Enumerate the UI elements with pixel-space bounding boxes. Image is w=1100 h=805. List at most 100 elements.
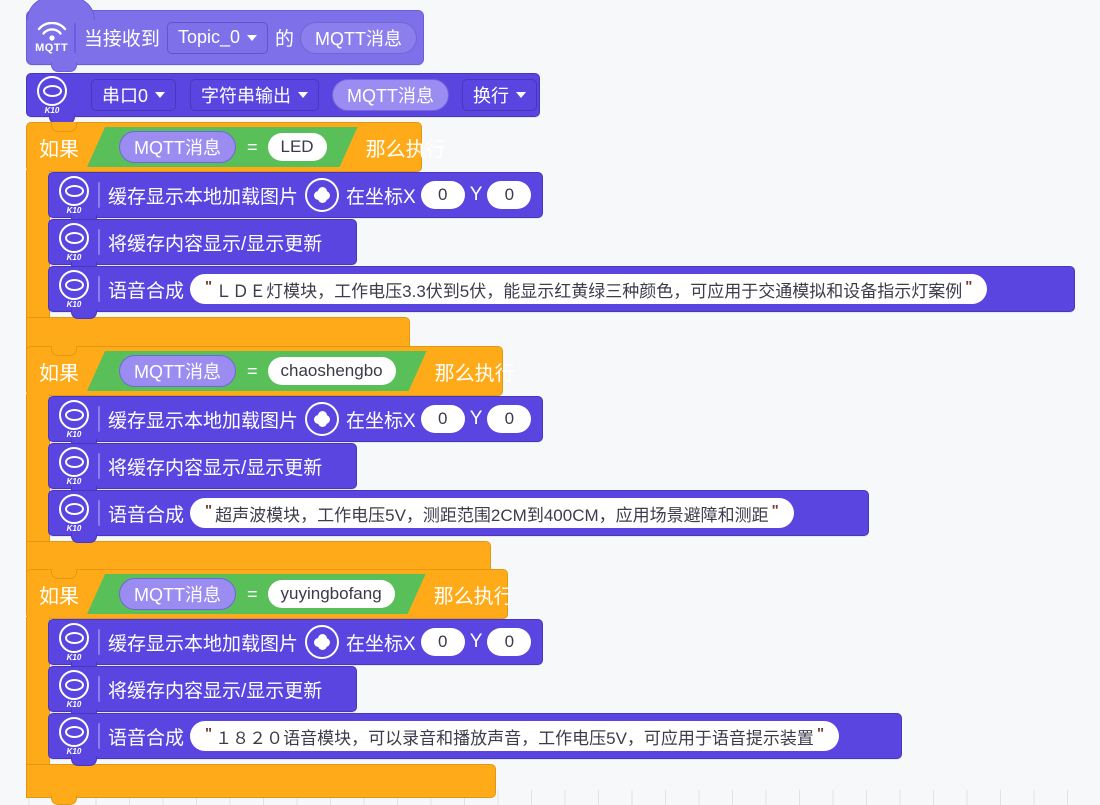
k10-icon-label: K10 — [66, 523, 82, 533]
speech-synthesis-block-led[interactable]: K10 语音合成 " ＬＤＥ灯模块，工作电压3.3伏到5伏，能显示红黄绿三种颜色… — [48, 266, 1075, 319]
mqtt-message-reporter[interactable]: MQTT消息 — [119, 578, 236, 610]
speech-text-value: ＬＤＥ灯模块，工作电压3.3伏到5伏，能显示红黄绿三种颜色，可应用于交通模拟和设… — [215, 281, 963, 301]
k10-icon: K10 — [34, 75, 70, 115]
k10-icon: K10 — [56, 269, 92, 309]
equals-condition-led[interactable]: MQTT消息 = LED — [87, 127, 358, 167]
mqtt-icon-label: MQTT — [35, 41, 69, 54]
y-value-input[interactable]: 0 — [487, 628, 532, 656]
image-draw-label: 缓存显示本地加载图片 — [108, 186, 299, 208]
chevron-down-icon — [155, 92, 166, 98]
block-divider — [98, 723, 100, 749]
condition-value-input[interactable]: chaoshengbo — [267, 357, 396, 385]
block-divider — [98, 182, 100, 208]
block-divider — [98, 406, 100, 432]
equals-operator-symbol: = — [247, 360, 258, 381]
speech-text-input[interactable]: " １８２０语音模块，可以录音和播放声音，工作电压5V，可应用于语音提示装置 " — [190, 721, 840, 751]
equals-condition-chaoshengbo[interactable]: MQTT消息 = chaoshengbo — [87, 351, 427, 391]
serial-port-dropdown[interactable]: 串口0 — [91, 79, 177, 111]
serial-mode-value: 字符串输出 — [201, 86, 292, 106]
x-value-input[interactable]: 0 — [420, 628, 465, 656]
if-top-notch — [51, 569, 77, 579]
hat-when-received-label: 当接收到 — [83, 29, 160, 50]
image-draw-block-yuyingbofang[interactable]: K10 缓存显示本地加载图片 在坐标X 0 Y 0 — [48, 619, 543, 672]
buffer-refresh-block-led[interactable]: K10 将缓存内容显示/显示更新 — [48, 219, 357, 272]
if-block-led[interactable]: 如果 MQTT消息 = LED 那么执行 K10 缓存显示本地加载图 — [26, 122, 1075, 358]
speech-text-input[interactable]: " ＬＤＥ灯模块，工作电压3.3伏到5伏，能显示红黄绿三种颜色，可应用于交通模拟… — [190, 274, 988, 304]
block-bottom-notch — [71, 309, 97, 319]
speech-synthesis-block-yuyingbofang[interactable]: K10 语音合成 " １８２０语音模块，可以录音和播放声音，工作电压5V，可应用… — [48, 713, 902, 766]
if-top-notch — [51, 122, 77, 132]
topic-dropdown[interactable]: Topic_0 — [166, 21, 268, 54]
block-divider — [98, 453, 100, 479]
wifi-waves-icon — [37, 21, 66, 41]
serial-mode-dropdown[interactable]: 字符串输出 — [190, 79, 320, 111]
mqtt-message-reporter[interactable]: MQTT消息 — [332, 79, 450, 111]
if-body-spine — [26, 617, 50, 765]
chevron-down-icon — [246, 34, 257, 41]
buffer-refresh-block-chaoshengbo[interactable]: K10 将缓存内容显示/显示更新 — [48, 443, 357, 496]
serial-port-value: 串口0 — [102, 86, 149, 106]
speech-text-input[interactable]: " 超声波模块，工作电压5V，测距范围2CM到400CM，应用场景避障和测距 " — [190, 498, 794, 528]
x-value-input[interactable]: 0 — [420, 405, 465, 433]
if-header-chaoshengbo[interactable]: 如果 MQTT消息 = chaoshengbo 那么执行 — [26, 346, 515, 396]
if-block-yuyingbofang[interactable]: 如果 MQTT消息 = yuyingbofang 那么执行 K10 缓存显示本 — [26, 569, 902, 805]
serial-newline-value: 换行 — [473, 86, 510, 106]
buffer-refresh-label: 将缓存内容显示/显示更新 — [108, 680, 323, 702]
block-divider — [98, 276, 100, 302]
if-body-spine — [26, 170, 50, 318]
chevron-down-icon — [516, 92, 527, 98]
speech-synthesis-label: 语音合成 — [108, 727, 185, 749]
equals-condition-yuyingbofang[interactable]: MQTT消息 = yuyingbofang — [87, 574, 426, 614]
flower-image-icon[interactable] — [305, 402, 340, 436]
close-quote: " — [816, 724, 825, 742]
mqtt-message-reporter[interactable]: MQTT消息 — [119, 131, 236, 163]
y-value-input[interactable]: 0 — [487, 405, 532, 433]
mqtt-event-hat-block[interactable]: MQTT 当接收到 Topic_0 的 MQTT消息 — [26, 0, 424, 72]
k10-icon: K10 — [56, 622, 92, 662]
k10-icon-label: K10 — [66, 429, 82, 439]
flower-image-icon[interactable] — [305, 625, 340, 659]
block-divider — [98, 229, 100, 255]
equals-operator-symbol: = — [247, 583, 258, 604]
image-draw-block-chaoshengbo[interactable]: K10 缓存显示本地加载图片 在坐标X 0 Y 0 — [48, 396, 543, 449]
if-header-yuyingbofang[interactable]: 如果 MQTT消息 = yuyingbofang 那么执行 — [26, 569, 514, 619]
mqtt-message-reporter[interactable]: MQTT消息 — [119, 355, 236, 387]
serial-print-block[interactable]: K10 串口0 字符串输出 MQTT消息 换行 — [26, 73, 540, 124]
flower-image-icon[interactable] — [305, 178, 340, 212]
k10-icon: K10 — [56, 493, 92, 533]
speech-synthesis-block-chaoshengbo[interactable]: K10 语音合成 " 超声波模块，工作电压5V，测距范围2CM到400CM，应用… — [48, 490, 869, 543]
if-block-chaoshengbo[interactable]: 如果 MQTT消息 = chaoshengbo 那么执行 K10 缓存显示本地 — [26, 346, 869, 582]
then-label: 那么执行 — [434, 362, 515, 385]
k10-icon-label: K10 — [66, 652, 82, 662]
buffer-refresh-block-yuyingbofang[interactable]: K10 将缓存内容显示/显示更新 — [48, 666, 357, 719]
serial-newline-dropdown[interactable]: 换行 — [462, 79, 538, 111]
y-value-input[interactable]: 0 — [487, 181, 532, 209]
buffer-refresh-label: 将缓存内容显示/显示更新 — [108, 233, 323, 255]
k10-icon-label: K10 — [66, 252, 82, 262]
condition-value-input[interactable]: LED — [267, 133, 327, 161]
k10-icon: K10 — [56, 446, 92, 486]
close-quote: " — [965, 277, 973, 295]
k10-icon-label: K10 — [66, 476, 82, 486]
coordinate-y-label: Y — [469, 631, 483, 652]
then-label: 那么执行 — [433, 585, 514, 608]
close-quote: " — [771, 501, 779, 519]
open-quote: " — [205, 724, 213, 742]
mqtt-message-reporter[interactable]: MQTT消息 — [300, 21, 417, 54]
block-divider — [98, 500, 100, 526]
k10-icon: K10 — [56, 669, 92, 709]
open-quote: " — [205, 277, 213, 295]
if-footer-yuyingbofang — [26, 764, 496, 805]
condition-value-input[interactable]: yuyingbofang — [267, 580, 395, 608]
image-draw-block-led[interactable]: K10 缓存显示本地加载图片 在坐标X 0 Y 0 — [48, 172, 543, 225]
if-body-spine — [26, 394, 50, 542]
open-quote: " — [205, 501, 213, 519]
speech-text-value: １８２０语音模块，可以录音和播放声音，工作电压5V，可应用于语音提示装置 — [215, 728, 814, 748]
coordinate-x-label: 在坐标X — [346, 186, 416, 208]
image-draw-label: 缓存显示本地加载图片 — [108, 410, 299, 432]
x-value-input[interactable]: 0 — [420, 181, 465, 209]
if-header-led[interactable]: 如果 MQTT消息 = LED 那么执行 — [26, 122, 446, 172]
image-draw-label: 缓存显示本地加载图片 — [108, 633, 299, 655]
k10-icon: K10 — [56, 175, 92, 215]
